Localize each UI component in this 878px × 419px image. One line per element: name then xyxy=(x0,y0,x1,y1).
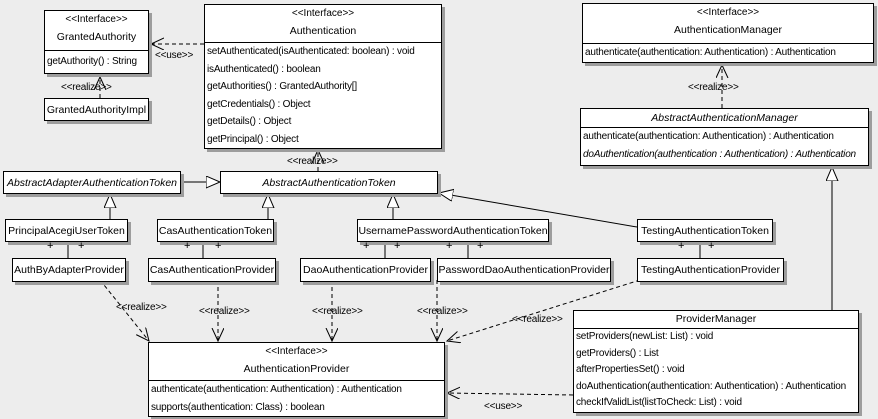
class-testing-authentication-token[interactable]: TestingAuthenticationToken xyxy=(637,219,773,242)
class-authentication[interactable]: <<Interface>> Authentication setAuthenti… xyxy=(204,4,442,149)
realize-label: <<realize>> xyxy=(417,306,468,317)
plus-label: + xyxy=(708,240,715,252)
class-abstract-authentication-token[interactable]: AbstractAuthenticationToken xyxy=(220,171,438,194)
class-abstract-adapter-authentication-token[interactable]: AbstractAdapterAuthenticationToken xyxy=(3,171,181,194)
method: checkIfValidList(listToCheck: List) : vo… xyxy=(576,397,742,409)
plus-label: + xyxy=(394,240,401,252)
class-cas-authentication-token[interactable]: CasAuthenticationToken xyxy=(157,219,274,242)
class-name: TestingAuthenticationToken xyxy=(641,224,769,237)
method: supports(authentication: Class) : boolea… xyxy=(151,401,325,413)
class-principal-acegi-user-token[interactable]: PrincipalAcegiUserToken xyxy=(5,219,128,242)
method: authenticate(authentication: Authenticat… xyxy=(583,131,834,142)
stereotype-label: <<Interface>> xyxy=(265,346,328,357)
class-cas-authentication-provider[interactable]: CasAuthenticationProvider xyxy=(148,258,276,282)
plus-label: + xyxy=(678,240,685,252)
class-name: ProviderManager xyxy=(675,313,757,325)
class-name: AuthenticationManager xyxy=(674,24,782,36)
method: getProviders() : List xyxy=(576,347,659,359)
method: authenticate(authentication: Authenticat… xyxy=(151,384,402,395)
method: isAuthenticated() : boolean xyxy=(207,63,321,75)
class-name: AbstractAuthenticationToken xyxy=(262,176,396,189)
method: doAuthentication(authentication : Authen… xyxy=(583,149,856,160)
stereotype-label: <<Interface>> xyxy=(291,8,355,19)
class-username-password-authentication-token[interactable]: UsernamePasswordAuthenticationToken xyxy=(357,219,549,242)
class-name: DaoAuthenticationProvider xyxy=(303,264,428,276)
plus-label: + xyxy=(477,240,484,252)
plus-label: + xyxy=(184,240,191,252)
stereotype-label: <<Interface>> xyxy=(696,7,760,18)
class-dao-authentication-provider[interactable]: DaoAuthenticationProvider xyxy=(300,258,431,282)
class-name: AuthByAdapterProvider xyxy=(14,264,124,276)
method: authenticate(authentication: Authenticat… xyxy=(585,47,836,58)
class-name: PrincipalAcegiUserToken xyxy=(8,224,125,237)
class-authentication-manager[interactable]: <<Interface>> AuthenticationManager auth… xyxy=(582,3,874,63)
realize-label: <<realize>> xyxy=(688,82,739,93)
use-providermanager-authenticationprovider xyxy=(447,393,574,395)
realize-authbyadapter-provider xyxy=(99,279,149,341)
realize-label: <<realize>> xyxy=(199,306,250,317)
stereotype-label: <<Interface>> xyxy=(65,14,128,25)
class-name: GrantedAuthority xyxy=(56,31,137,43)
class-auth-by-adapter-provider[interactable]: AuthByAdapterProvider xyxy=(12,258,126,282)
realize-label: <<realize>> xyxy=(312,306,363,317)
plus-label: + xyxy=(47,240,54,252)
method: getAuthorities() : GrantedAuthority[] xyxy=(207,81,357,92)
realize-label: <<realize>> xyxy=(512,314,563,325)
method: getPrincipal() : Object xyxy=(207,133,299,145)
realize-label: <<realize>> xyxy=(287,156,338,167)
class-name: GrantedAuthorityImpl xyxy=(46,103,147,116)
method: setProviders(newList: List) : void xyxy=(576,331,714,342)
class-name: AbstractAuthenticationManager xyxy=(651,112,798,124)
class-name: PasswordDaoAuthenticationProvider xyxy=(438,264,610,276)
method: setAuthenticated(isAuthenticated: boolea… xyxy=(207,46,415,57)
class-testing-authentication-provider[interactable]: TestingAuthenticationProvider xyxy=(637,258,784,282)
plus-label: + xyxy=(215,240,222,252)
method: doAuthentication(authentication: Authent… xyxy=(576,380,846,392)
realize-label: <<realize>> xyxy=(116,302,167,313)
class-abstract-authentication-manager[interactable]: AbstractAuthenticationManager authentica… xyxy=(580,108,869,166)
class-name: TestingAuthenticationProvider xyxy=(641,264,780,276)
class-granted-authority-impl[interactable]: GrantedAuthorityImpl xyxy=(44,98,149,121)
class-granted-authority[interactable]: <<Interface>> GrantedAuthority getAuthor… xyxy=(44,10,149,74)
method: getDetails() : Object xyxy=(207,116,292,127)
method: getAuthority() : String xyxy=(47,56,137,67)
class-name: CasAuthenticationProvider xyxy=(149,264,275,276)
class-name: UsernamePasswordAuthenticationToken xyxy=(358,224,548,237)
class-authentication-provider[interactable]: <<Interface>> AuthenticationProvider aut… xyxy=(148,342,445,417)
class-password-dao-authentication-provider[interactable]: PasswordDaoAuthenticationProvider xyxy=(437,258,611,282)
plus-label: + xyxy=(363,240,370,252)
use-label: <<use>> xyxy=(155,50,194,61)
class-name: AuthenticationProvider xyxy=(243,363,350,375)
method: getCredentials() : Object xyxy=(207,98,311,110)
class-provider-manager[interactable]: ProviderManager setProviders(newList: Li… xyxy=(573,310,859,413)
class-name: Authentication xyxy=(289,25,357,37)
plus-label: + xyxy=(446,240,453,252)
realize-label: <<realize>> xyxy=(61,82,112,93)
method: afterPropertiesSet() : void xyxy=(576,364,685,376)
generalization-testing-authentication-token xyxy=(439,193,638,228)
class-name: AbstractAdapterAuthenticationToken xyxy=(6,176,178,189)
class-name: CasAuthenticationToken xyxy=(158,224,273,237)
realize-testing-provider xyxy=(447,279,641,341)
plus-label: + xyxy=(78,240,85,252)
use-label: <<use>> xyxy=(484,401,523,412)
